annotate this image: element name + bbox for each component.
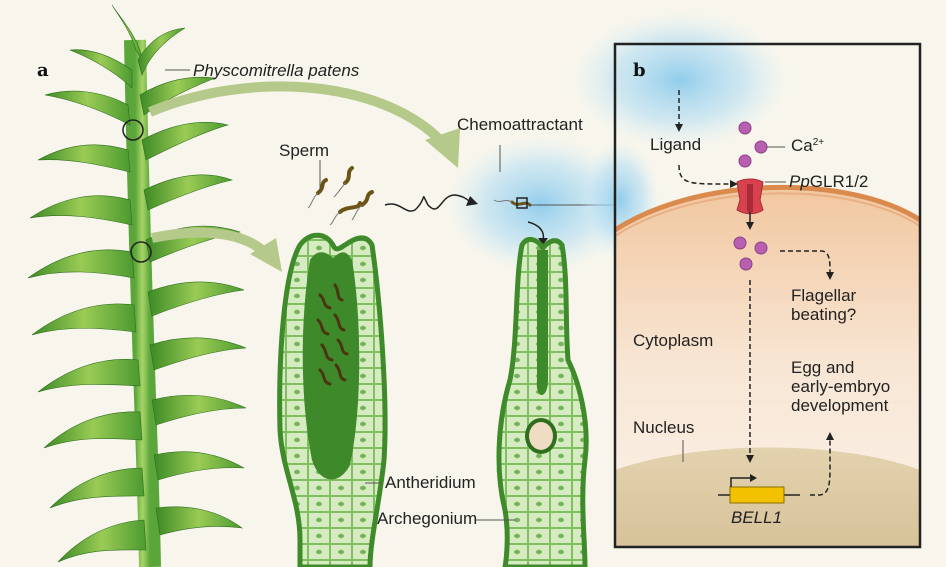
receptor-prefix: Pp — [789, 172, 810, 191]
development-line1: Egg and — [791, 358, 855, 377]
cytoplasm-label: Cytoplasm — [633, 331, 714, 350]
ligand-label: Ligand — [650, 135, 702, 154]
zoom-arrows — [148, 81, 460, 272]
panel-a-label: a — [37, 60, 49, 81]
sperm-cells — [316, 166, 532, 214]
receptor-label: PpGLR1/2 — [789, 172, 868, 191]
ppglr-channel — [736, 178, 786, 215]
development-line2: early-embryo — [791, 377, 891, 397]
panel-b-label: b — [633, 60, 646, 81]
development-line3: development — [791, 396, 889, 416]
antheridium-illustration — [277, 232, 388, 567]
panel-b-box — [570, 10, 922, 549]
calcium-label: Ca2+ — [791, 136, 824, 155]
archegonium-label: Archegonium — [377, 509, 478, 528]
calcium-ions — [733, 121, 768, 271]
flagellar-line1: Flagellar — [791, 286, 857, 305]
zoom-box — [516, 197, 528, 209]
bell1-gene — [718, 474, 800, 504]
nucleus-label: Nucleus — [633, 418, 695, 437]
gene-label: BELL1 — [731, 508, 783, 527]
swimming-path-arrow — [384, 194, 471, 212]
signal-arrows — [678, 90, 831, 496]
calcium-symbol: Ca — [791, 136, 813, 155]
species-label: Physcomitrella patens — [193, 61, 360, 80]
receptor-name: GLR1/2 — [809, 172, 869, 191]
archegonium-illustration — [475, 236, 589, 567]
antheridium-label: Antheridium — [385, 473, 476, 492]
moss-plant-illustration — [27, 4, 247, 567]
calcium-charge: 2+ — [812, 137, 825, 148]
flagellar-line2: beating? — [791, 305, 857, 325]
chemoattractant-label: Chemoattractant — [457, 115, 583, 134]
sperm-label: Sperm — [279, 141, 330, 160]
